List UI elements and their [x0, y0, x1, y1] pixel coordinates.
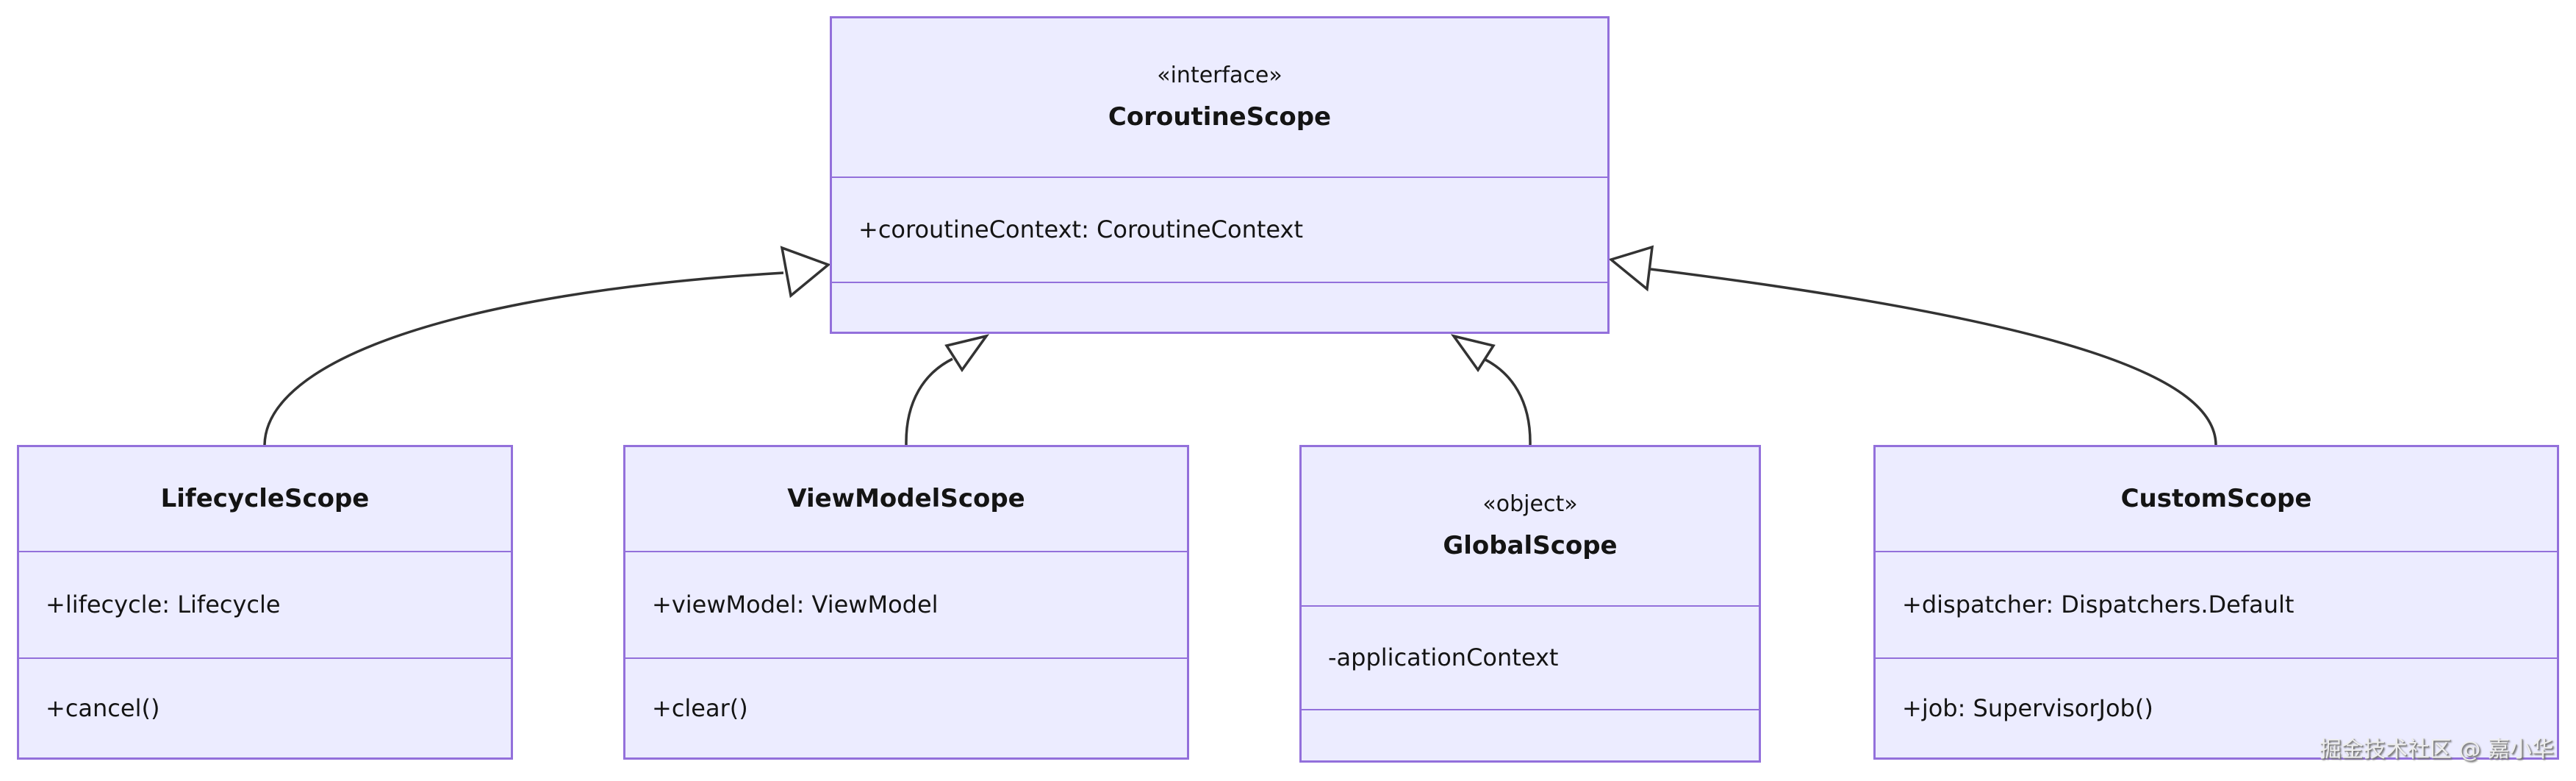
method-row: +job: SupervisorJob()	[1902, 693, 2153, 722]
inheritance-edge-lifecyclescope	[263, 246, 831, 446]
inheritance-edge-viewmodelscope	[905, 334, 990, 446]
class-methods-compartment	[832, 282, 1607, 332]
class-box-viewmodelscope: ViewModelScope +viewModel: ViewModel +cl…	[623, 445, 1189, 760]
class-name: LifecycleScope	[160, 483, 370, 513]
class-box-coroutinescope: «interface» CoroutineScope +coroutineCon…	[830, 16, 1610, 334]
class-methods-compartment	[1302, 709, 1759, 760]
edge-line	[905, 357, 953, 446]
class-attributes-compartment: -applicationContext	[1302, 605, 1759, 709]
attribute-row: +dispatcher: Dispatchers.Default	[1902, 591, 2295, 619]
class-title-compartment: «interface» CoroutineScope	[832, 18, 1607, 176]
class-name: CustomScope	[2120, 483, 2312, 513]
class-title-compartment: LifecycleScope	[19, 447, 511, 551]
class-name: ViewModelScope	[787, 483, 1025, 513]
stereotype-label: «object»	[1482, 491, 1578, 517]
class-methods-compartment: +clear()	[625, 657, 1187, 757]
attribute-row: -applicationContext	[1328, 643, 1559, 672]
class-attributes-compartment: +coroutineContext: CoroutineContext	[832, 176, 1607, 282]
class-title-compartment: «object» GlobalScope	[1302, 447, 1759, 605]
class-methods-compartment: +job: SupervisorJob()	[1876, 657, 2557, 757]
realization-arrowhead-icon	[780, 246, 831, 299]
attribute-row: +coroutineContext: CoroutineContext	[858, 215, 1304, 244]
method-row: +cancel()	[46, 693, 160, 722]
class-attributes-compartment: +dispatcher: Dispatchers.Default	[1876, 551, 2557, 657]
realization-arrowhead-icon	[1608, 245, 1654, 292]
inheritance-edge-customscope	[1608, 245, 2217, 446]
edge-line	[1483, 357, 1532, 446]
watermark-text: 掘金技术社区 @ 嘉小华	[2319, 737, 2554, 763]
class-box-customscope: CustomScope +dispatcher: Dispatchers.Def…	[1873, 445, 2559, 760]
edge-line	[263, 271, 784, 446]
class-title-compartment: ViewModelScope	[625, 447, 1187, 551]
class-methods-compartment: +cancel()	[19, 657, 511, 757]
class-box-lifecyclescope: LifecycleScope +lifecycle: Lifecycle +ca…	[17, 445, 513, 760]
realization-arrowhead-icon	[1450, 334, 1496, 373]
attribute-row: +lifecycle: Lifecycle	[46, 591, 281, 619]
inheritance-edge-globalscope	[1450, 334, 1532, 446]
class-box-globalscope: «object» GlobalScope -applicationContext	[1299, 445, 1761, 763]
class-attributes-compartment: +viewModel: ViewModel	[625, 551, 1187, 657]
realization-arrowhead-icon	[944, 334, 990, 373]
class-title-compartment: CustomScope	[1876, 447, 2557, 551]
attribute-row: +viewModel: ViewModel	[652, 591, 939, 619]
class-name: GlobalScope	[1443, 531, 1618, 561]
edge-line	[1650, 268, 2217, 446]
class-attributes-compartment: +lifecycle: Lifecycle	[19, 551, 511, 657]
class-name: CoroutineScope	[1108, 102, 1332, 132]
stereotype-label: «interface»	[1157, 62, 1282, 88]
method-row: +clear()	[652, 693, 748, 722]
